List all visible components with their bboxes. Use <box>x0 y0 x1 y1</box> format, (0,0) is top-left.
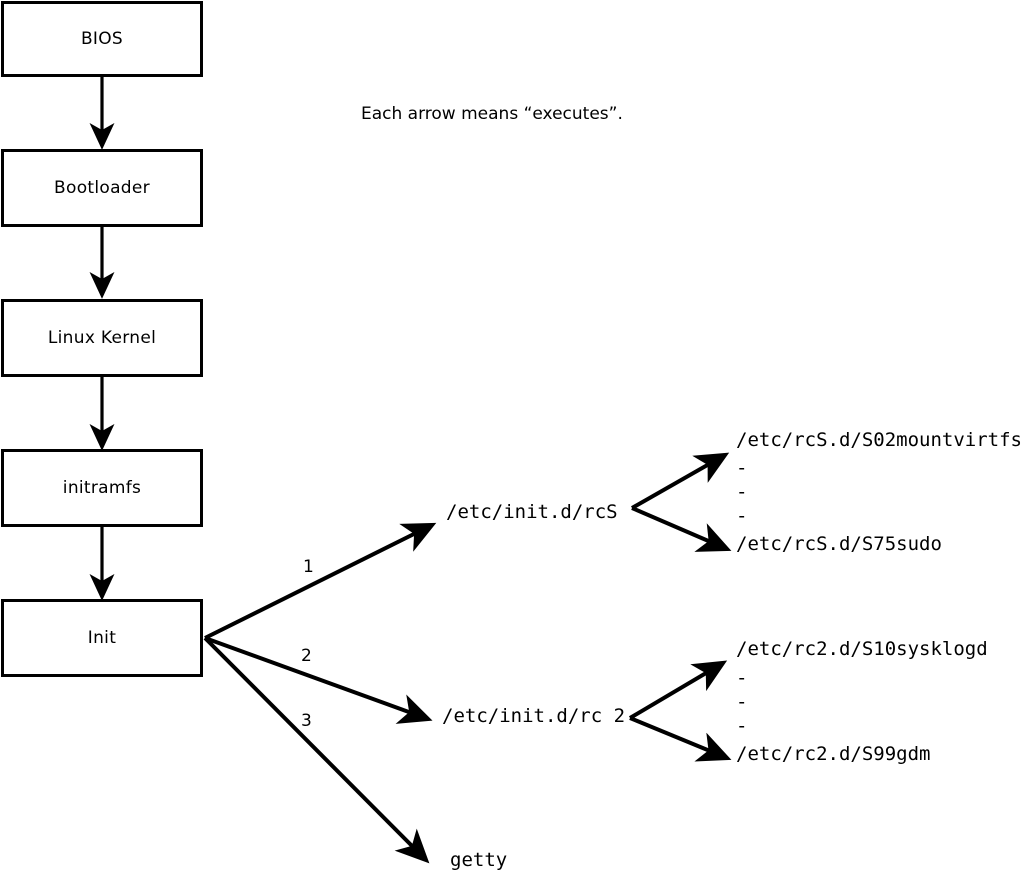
script-rcs-ellipsis-2: - <box>736 481 748 503</box>
node-initramfs-label: initramfs <box>62 478 142 498</box>
script-rc2-ellipsis-3: - <box>736 715 748 737</box>
arrow-rc2-to-first-script <box>628 660 728 720</box>
arrow-rcs-to-first-script <box>631 452 730 510</box>
target-init-d-rc-2[interactable]: /etc/init.d/rc 2 <box>442 705 626 727</box>
arrow-rcs-to-last-script <box>631 506 732 552</box>
node-bios-label: BIOS <box>80 29 124 49</box>
arrow-init-to-getty <box>203 636 430 864</box>
node-linux-kernel-label: Linux Kernel <box>47 328 157 348</box>
script-rcs-ellipsis-3: - <box>736 505 748 527</box>
script-rcs-last[interactable]: /etc/rcS.d/S75sudo <box>736 533 942 555</box>
diagram-caption: Each arrow means “executes”. <box>361 104 623 124</box>
node-linux-kernel[interactable]: Linux Kernel <box>1 299 203 377</box>
branch-number-2: 2 <box>301 646 312 666</box>
branch-number-3: 3 <box>301 711 312 731</box>
arrow-init-to-rcs <box>204 522 437 640</box>
node-init[interactable]: Init <box>1 599 203 677</box>
script-rcs-first[interactable]: /etc/rcS.d/S02mountvirtfs <box>736 429 1022 451</box>
script-rc2-last[interactable]: /etc/rc2.d/S99gdm <box>736 743 931 765</box>
script-rc2-ellipsis-1: - <box>736 667 748 689</box>
target-init-d-rcs[interactable]: /etc/init.d/rcS <box>446 501 618 523</box>
script-rc2-first[interactable]: /etc/rc2.d/S10sysklogd <box>736 638 988 660</box>
node-init-label: Init <box>87 628 117 648</box>
script-rcs-ellipsis-1: - <box>736 457 748 479</box>
node-bootloader[interactable]: Bootloader <box>1 149 203 227</box>
target-getty[interactable]: getty <box>450 849 508 871</box>
arrow-init-to-rc2 <box>204 636 433 724</box>
branch-number-1: 1 <box>303 557 314 577</box>
node-bios[interactable]: BIOS <box>1 1 203 77</box>
script-rc2-ellipsis-2: - <box>736 691 748 713</box>
node-initramfs[interactable]: initramfs <box>1 449 203 527</box>
node-bootloader-label: Bootloader <box>54 178 150 198</box>
arrow-rc2-to-last-script <box>629 716 732 762</box>
